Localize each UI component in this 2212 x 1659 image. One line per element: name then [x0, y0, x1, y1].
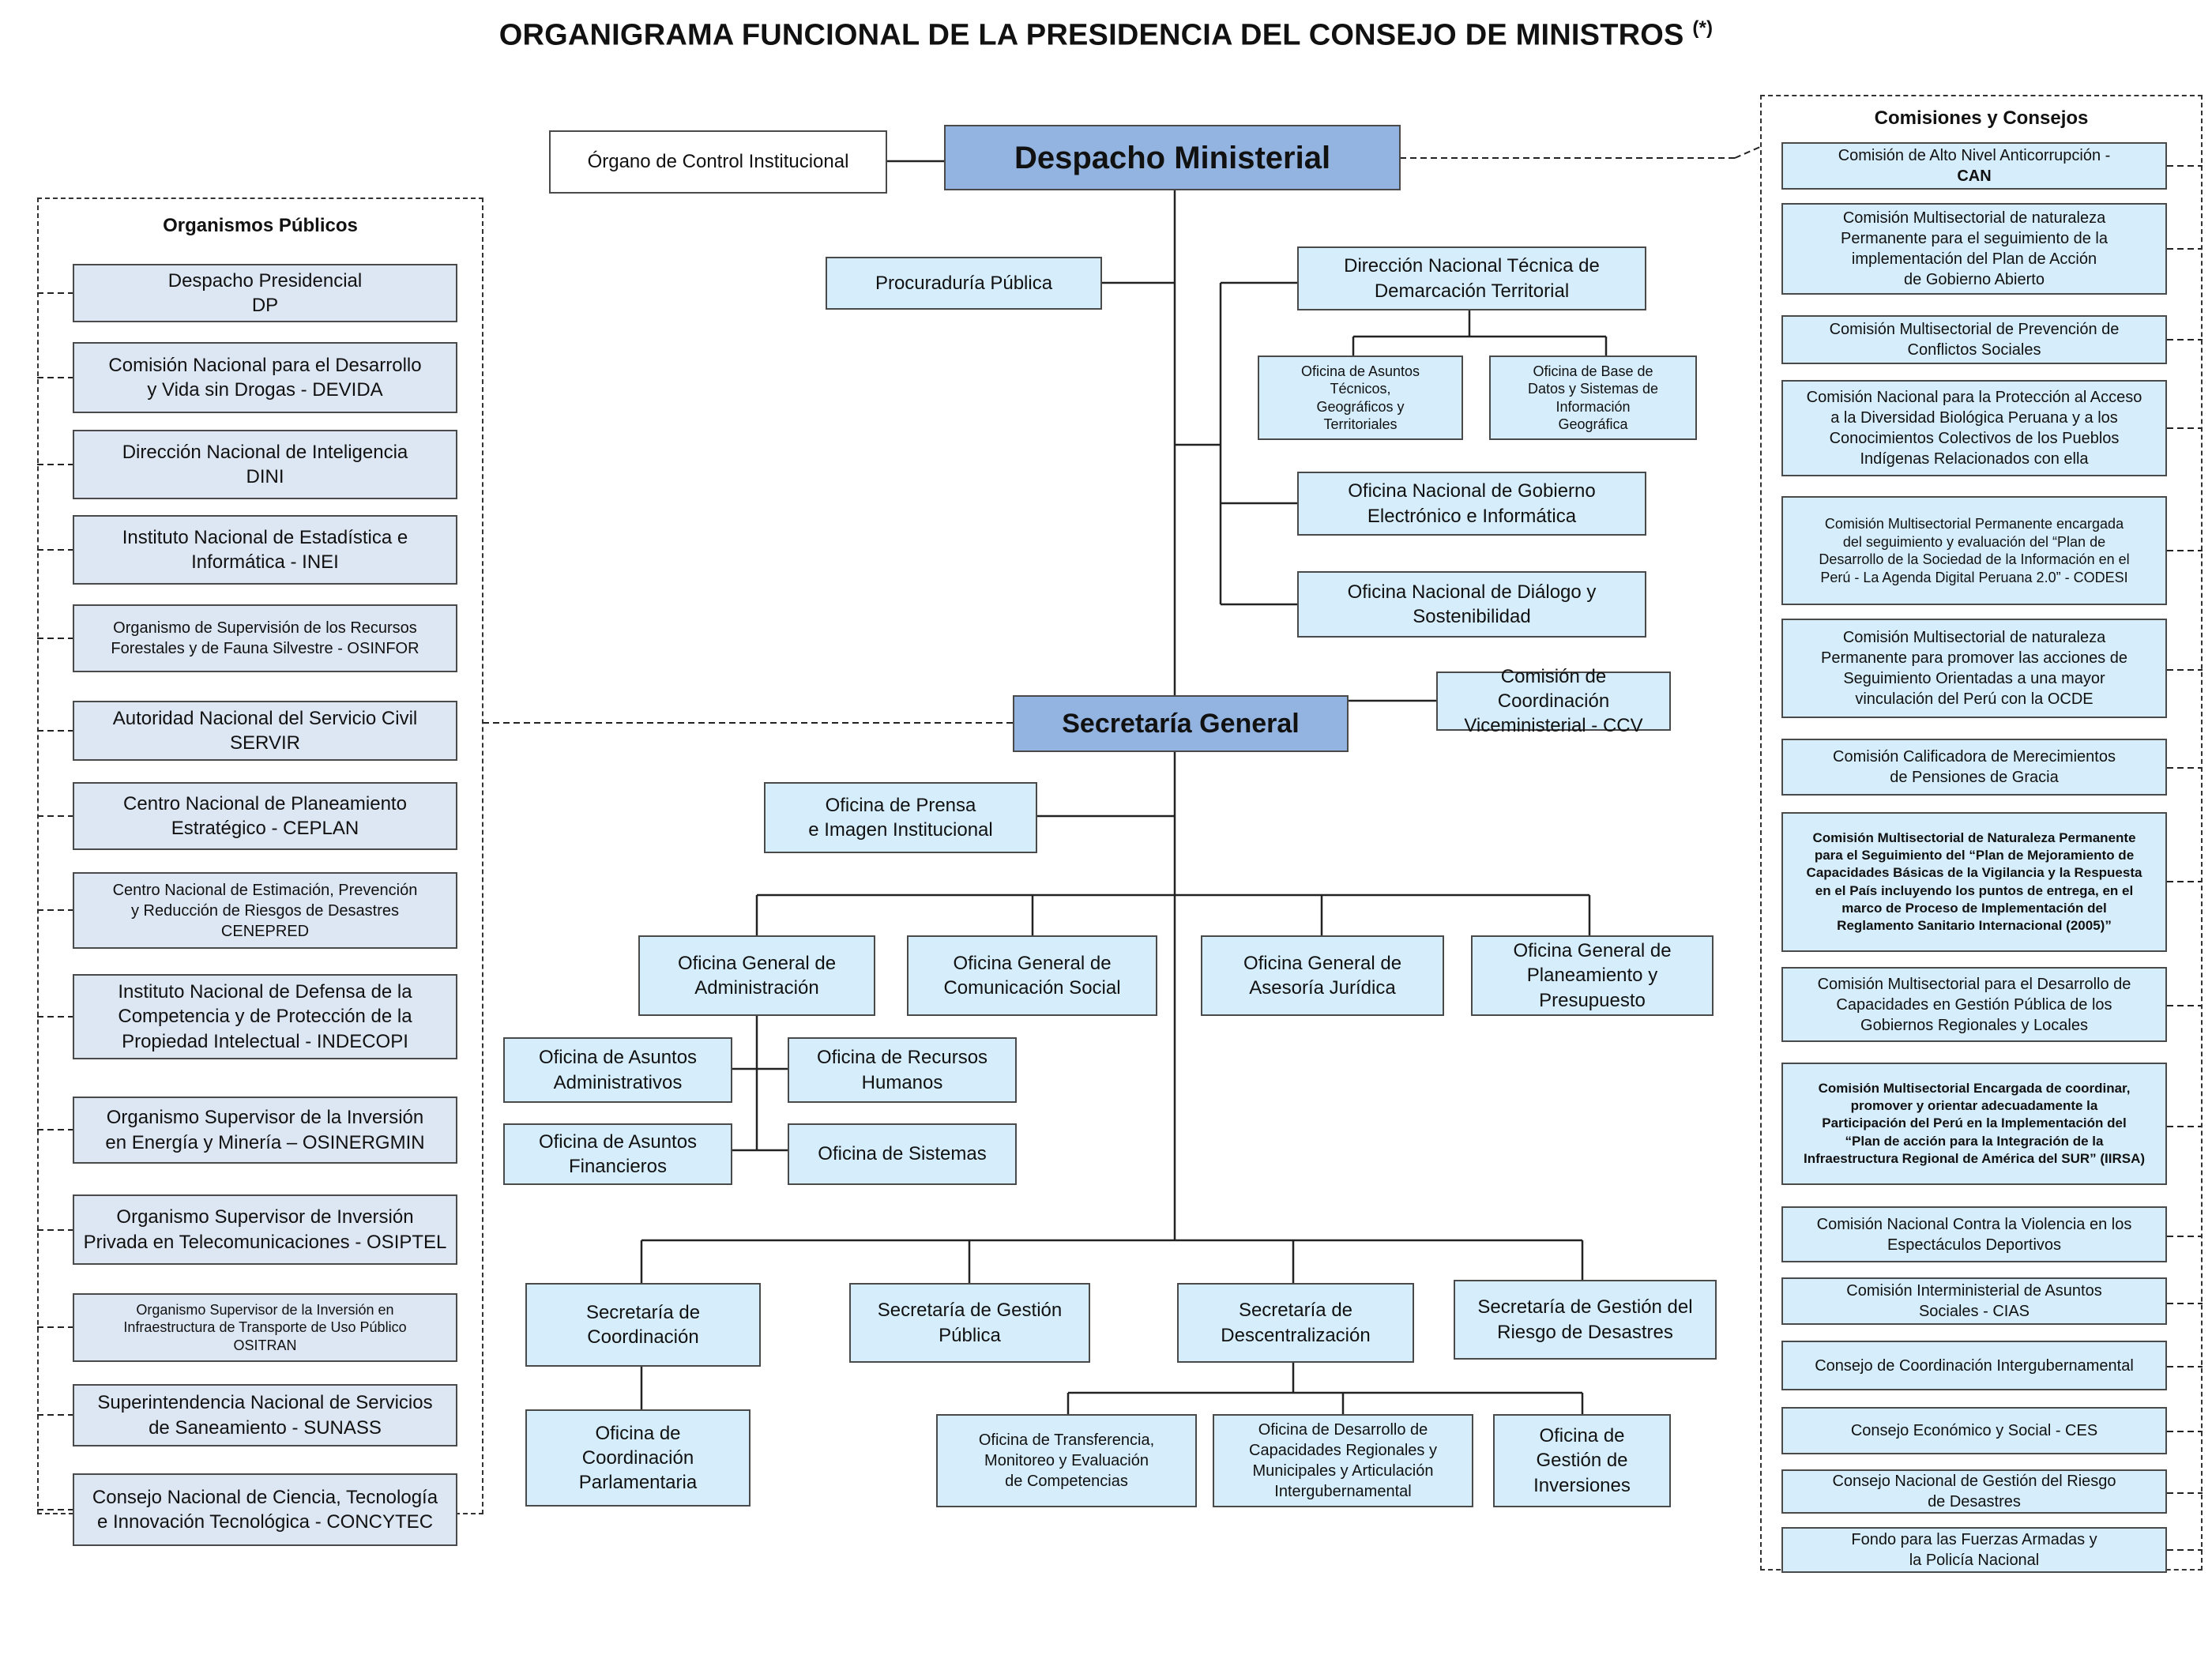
procuraduria-publica: Procuraduría Pública — [826, 257, 1102, 310]
comision-item: Comisión Multisectorial para el Desarrol… — [1781, 967, 2167, 1042]
comision-item: Comisión Nacional para la Protección al … — [1781, 380, 2167, 476]
comision-item: Consejo Económico y Social - CES — [1781, 1407, 2167, 1454]
comision-item: Comisión Multisectorial Encargada de coo… — [1781, 1063, 2167, 1185]
control-institucional: Órgano de Control Institucional — [549, 130, 887, 194]
page-title: ORGANIGRAMA FUNCIONAL DE LA PRESIDENCIA … — [498, 17, 1714, 52]
comision-item: Comisión Multisectorial de Naturaleza Pe… — [1781, 812, 2167, 952]
comision-item: Comisión de Alto Nivel Anticorrupción -C… — [1781, 142, 2167, 190]
comisiones-title: Comisiones y Consejos — [1874, 107, 2089, 129]
despacho-ministerial: Despacho Ministerial — [944, 125, 1401, 190]
oficina-sistemas: Oficina de Sistemas — [788, 1123, 1017, 1185]
oficina-transferencia: Oficina de Transferencia,Monitoreo y Eva… — [936, 1414, 1197, 1507]
organismo-item: Centro Nacional de Estimación, Prevenció… — [73, 872, 457, 949]
comision-item: Comisión Multisectorial de Prevención de… — [1781, 315, 2167, 364]
comision-item: Comisión Multisectorial Permanente encar… — [1781, 496, 2167, 605]
comision-item: Comisión Nacional Contra la Violencia en… — [1781, 1206, 2167, 1262]
title-footnote-mark: (*) — [1692, 17, 1714, 39]
secretaria-general: Secretaría General — [1013, 695, 1349, 752]
comision-item: Consejo de Coordinación Intergubernament… — [1781, 1341, 2167, 1390]
organismos-title: Organismos Públicos — [163, 215, 358, 236]
organismo-item: Organismo de Supervisión de los Recursos… — [73, 604, 457, 672]
